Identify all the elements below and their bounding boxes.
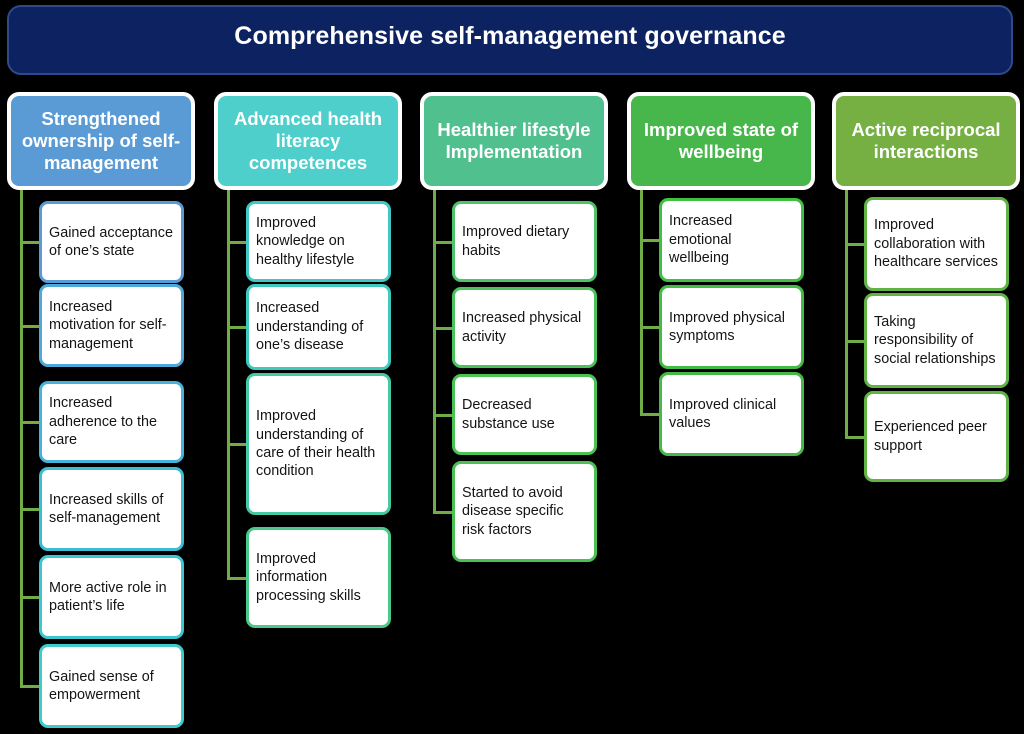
column-header-label: Strengthened ownership of self-managemen… bbox=[21, 108, 181, 173]
connector-branch bbox=[845, 339, 867, 343]
outcome-box[interactable]: Increased physical activity bbox=[452, 287, 597, 368]
outcome-box[interactable]: Improved information processing skills bbox=[246, 527, 391, 628]
connector-branch bbox=[227, 576, 249, 580]
outcome-box[interactable]: Improved physical symptoms bbox=[659, 285, 804, 369]
connector-branch bbox=[640, 239, 662, 242]
connector-branch bbox=[433, 240, 455, 244]
outcome-box-label: Gained sense of empowerment bbox=[49, 668, 154, 703]
outcome-box-label: Improved knowledge on healthy lifestyle bbox=[256, 214, 355, 268]
outcome-box-label: Improved understanding of care of their … bbox=[256, 408, 376, 480]
diagram-banner: Comprehensive self-management governance bbox=[7, 5, 1013, 75]
connector-branch bbox=[20, 241, 42, 244]
connector-trunk bbox=[845, 190, 848, 437]
outcome-box-label: Increased adherence to the care bbox=[49, 395, 158, 449]
connector-trunk bbox=[20, 190, 23, 686]
outcome-box-label: Improved collaboration with healthcare s… bbox=[874, 217, 998, 271]
connector-branch bbox=[20, 685, 42, 688]
outcome-box[interactable]: Started to avoid disease specific risk f… bbox=[452, 461, 597, 562]
outcome-box-label: More active role in patient’s life bbox=[49, 579, 167, 614]
outcome-box[interactable]: Improved clinical values bbox=[659, 372, 804, 456]
outcome-box[interactable]: Gained acceptance of one’s state bbox=[39, 201, 184, 283]
connector-branch bbox=[640, 413, 662, 416]
outcome-box[interactable]: Gained sense of empowerment bbox=[39, 644, 184, 728]
column-header-active-reciprocal-interactions[interactable]: Active reciprocal interactions bbox=[832, 92, 1020, 190]
outcome-box-label: Increased emotional wellbeing bbox=[669, 213, 733, 267]
connector-branch bbox=[845, 435, 867, 439]
outcome-box-label: Increased skills of self-management bbox=[49, 491, 164, 526]
outcome-box[interactable]: Taking responsibility of social relation… bbox=[864, 293, 1009, 388]
outcome-box[interactable]: Decreased substance use bbox=[452, 374, 597, 455]
connector-branch bbox=[227, 240, 249, 244]
outcome-box-label: Gained acceptance of one’s state bbox=[49, 224, 174, 259]
column-header-label: Active reciprocal interactions bbox=[851, 119, 1001, 162]
outcome-box-label: Experienced peer support bbox=[874, 419, 987, 454]
outcome-box[interactable]: Improved collaboration with healthcare s… bbox=[864, 197, 1009, 291]
outcome-box-label: Improved dietary habits bbox=[462, 224, 570, 259]
outcome-box[interactable]: Increased emotional wellbeing bbox=[659, 198, 804, 282]
connector-branch bbox=[20, 421, 42, 424]
outcome-box-label: Improved information processing skills bbox=[256, 550, 361, 604]
connector-trunk bbox=[640, 190, 643, 414]
connector-branch bbox=[433, 510, 455, 514]
connector-branch bbox=[640, 326, 662, 329]
outcome-box[interactable]: Increased understanding of one’s disease bbox=[246, 284, 391, 370]
column-header-healthier-lifestyle[interactable]: Healthier lifestyle Implementation bbox=[420, 92, 608, 190]
connector-branch bbox=[20, 508, 42, 511]
outcome-box-label: Improved clinical values bbox=[669, 396, 777, 431]
outcome-box[interactable]: Increased skills of self-management bbox=[39, 467, 184, 551]
outcome-box-label: Increased motivation for self-management bbox=[49, 298, 167, 352]
outcome-box-label: Increased physical activity bbox=[462, 310, 582, 345]
column-header-label: Healthier lifestyle Implementation bbox=[437, 119, 591, 162]
column-header-strengthened-ownership[interactable]: Strengthened ownership of self-managemen… bbox=[7, 92, 195, 190]
page-title: Comprehensive self-management governance bbox=[234, 21, 786, 50]
connector-branch bbox=[20, 596, 42, 599]
connector-branch bbox=[433, 413, 455, 417]
outcome-box-label: Improved physical symptoms bbox=[669, 309, 785, 344]
outcome-box-label: Taking responsibility of social relation… bbox=[874, 313, 996, 367]
outcome-box[interactable]: More active role in patient’s life bbox=[39, 555, 184, 639]
column-header-advanced-health-literacy[interactable]: Advanced health literacy competences bbox=[214, 92, 402, 190]
outcome-box[interactable]: Increased adherence to the care bbox=[39, 381, 184, 463]
outcome-box[interactable]: Improved understanding of care of their … bbox=[246, 373, 391, 515]
connector-trunk bbox=[227, 190, 230, 578]
outcome-box[interactable]: Increased motivation for self-management bbox=[39, 284, 184, 367]
outcome-box[interactable]: Improved knowledge on healthy lifestyle bbox=[246, 201, 391, 282]
connector-branch bbox=[227, 326, 249, 329]
connector-branch bbox=[433, 326, 455, 330]
outcome-box-label: Increased understanding of one’s disease bbox=[256, 300, 364, 354]
outcome-box-label: Decreased substance use bbox=[462, 397, 555, 432]
connector-branch bbox=[845, 243, 867, 246]
column-header-label: Advanced health literacy competences bbox=[233, 108, 383, 173]
column-header-improved-wellbeing[interactable]: Improved state of wellbeing bbox=[627, 92, 815, 190]
column-strengthened-ownership: Strengthened ownership of self-managemen… bbox=[7, 0, 195, 734]
outcome-box[interactable]: Improved dietary habits bbox=[452, 201, 597, 282]
connector-trunk bbox=[433, 190, 436, 512]
outcome-box-label: Started to avoid disease specific risk f… bbox=[462, 484, 564, 538]
connector-branch bbox=[20, 324, 42, 328]
outcome-box[interactable]: Experienced peer support bbox=[864, 391, 1009, 482]
connector-branch bbox=[227, 443, 249, 446]
column-header-label: Improved state of wellbeing bbox=[643, 119, 799, 162]
